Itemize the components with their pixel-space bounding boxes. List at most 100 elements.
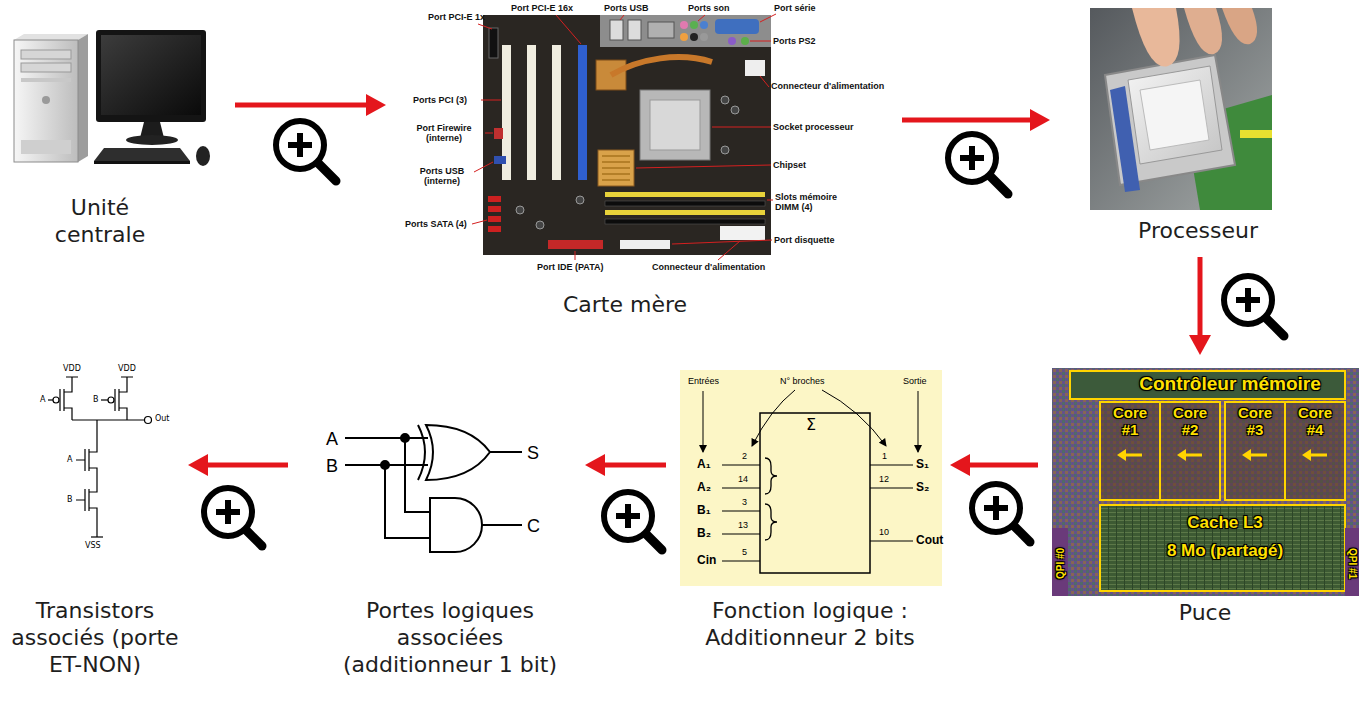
processor-photo <box>1222 8 1257 44</box>
nand-transistors <box>64 377 78 420</box>
zoom-icon <box>276 121 336 181</box>
zoom-icon <box>204 121 1284 550</box>
motherboard-photo <box>741 37 749 45</box>
logic-gates <box>418 425 425 480</box>
signal-name: Out <box>155 414 170 424</box>
motherboard-photo <box>488 196 501 202</box>
motherboard-photo <box>745 60 765 76</box>
pin-name: Cout <box>916 533 943 547</box>
logic-gates <box>345 425 522 552</box>
die-region-label: Core #1 <box>1108 405 1152 438</box>
signal-name: A <box>326 429 338 450</box>
motherboard-photo <box>731 106 739 114</box>
arrow-shaft <box>964 463 1038 468</box>
processor-photo <box>1240 130 1272 138</box>
processor-die <box>1184 454 1202 457</box>
processor-die <box>1285 402 1345 500</box>
processor-photo <box>1090 8 1272 210</box>
motherboard-photo <box>610 20 623 40</box>
pin-name: B₂ <box>697 526 711 540</box>
adder-block <box>680 370 942 586</box>
motherboard-photo <box>721 96 729 104</box>
pin-number: 3 <box>742 498 747 508</box>
computer-illustration <box>14 34 88 40</box>
zoom-stage: Carte mère <box>388 2 900 330</box>
part-label: Port Firewire (interne) <box>405 123 483 144</box>
part-label: Ports PCI (3) <box>413 95 467 105</box>
zoom-arrow <box>235 94 386 116</box>
zoom-icon <box>604 492 652 540</box>
pin-number: 10 <box>879 528 889 538</box>
leader-lines <box>472 14 776 260</box>
pin-number: 14 <box>738 475 748 485</box>
adder-block <box>722 465 760 561</box>
zoom-icon <box>1224 276 1272 324</box>
die-region-label: QPI #0 <box>1055 547 1066 578</box>
part-label: Ports SATA (4) <box>405 219 467 229</box>
motherboard-photo <box>483 15 771 255</box>
leader-lines <box>485 133 493 134</box>
leader-lines <box>620 15 624 20</box>
zoom-stage: Fonction logique : Additionneur 2 bits <box>668 365 948 670</box>
leader-lines <box>750 41 771 42</box>
zoom-icon <box>645 533 662 550</box>
zoom-icon <box>245 529 262 546</box>
arrow-head <box>1189 335 1211 355</box>
computer-illustration <box>94 161 190 164</box>
zoom-icon <box>1236 288 1260 312</box>
stage-caption: Unité centrale <box>25 195 175 249</box>
signal-name: C <box>527 516 540 537</box>
processor-die <box>1345 528 1359 596</box>
stage-caption: Portes logiques associées (additionneur … <box>333 598 568 678</box>
signal-name: B <box>93 395 99 405</box>
computer-illustration <box>196 146 210 166</box>
motherboard-photo <box>494 128 503 139</box>
processor-die <box>1100 402 1160 500</box>
computer-illustration <box>21 63 71 72</box>
processor-photo <box>1128 66 1222 164</box>
computer-illustration <box>101 35 201 115</box>
motherboard-photo <box>700 33 708 41</box>
zoom-arrow <box>188 454 288 476</box>
leader-lines <box>760 14 776 22</box>
leader-lines <box>767 200 773 201</box>
motherboard-photo <box>527 45 536 180</box>
zoom-icon <box>317 162 336 181</box>
supply-name: VDD <box>63 364 81 374</box>
die-region-label: Contrôleur mémoire <box>1110 374 1350 395</box>
arrow-head <box>950 454 970 476</box>
signal-name: B <box>67 495 73 505</box>
pin-name: S₁ <box>916 457 929 471</box>
logic-gates <box>482 524 522 526</box>
processor-photo <box>1132 8 1180 67</box>
zoom-icon <box>276 121 324 169</box>
adder-block <box>765 458 777 494</box>
adder-block <box>870 465 913 541</box>
leader-lines <box>575 251 576 260</box>
computer-illustration <box>78 34 88 162</box>
computer-illustration <box>21 78 71 82</box>
die-region-label: Core #4 <box>1293 405 1337 438</box>
zoom-icon <box>288 133 312 157</box>
processor-die <box>1052 368 1359 596</box>
computer-illustration <box>96 30 206 122</box>
processor-die <box>1052 528 1068 596</box>
part-label: Port disquette <box>774 235 835 245</box>
zoom-icon <box>216 500 240 524</box>
motherboard-photo <box>578 45 587 180</box>
processor-die <box>1052 368 1359 596</box>
signal-name: B <box>326 456 338 477</box>
zoom-icon <box>1224 276 1284 336</box>
nand-transistors <box>72 419 144 420</box>
processor-photo <box>1090 8 1272 210</box>
part-label: Port PCI-E 16x <box>511 3 573 13</box>
adder-block <box>722 465 913 561</box>
computer-illustration <box>42 96 50 104</box>
part-label: Connecteur d'alimentation <box>652 262 765 272</box>
motherboard-photo <box>552 45 561 180</box>
motherboard-photo <box>715 19 759 34</box>
leader-lines <box>712 127 771 128</box>
die-region-label: 8 Mo (partagé) <box>1125 542 1325 561</box>
leader-lines <box>481 100 501 101</box>
